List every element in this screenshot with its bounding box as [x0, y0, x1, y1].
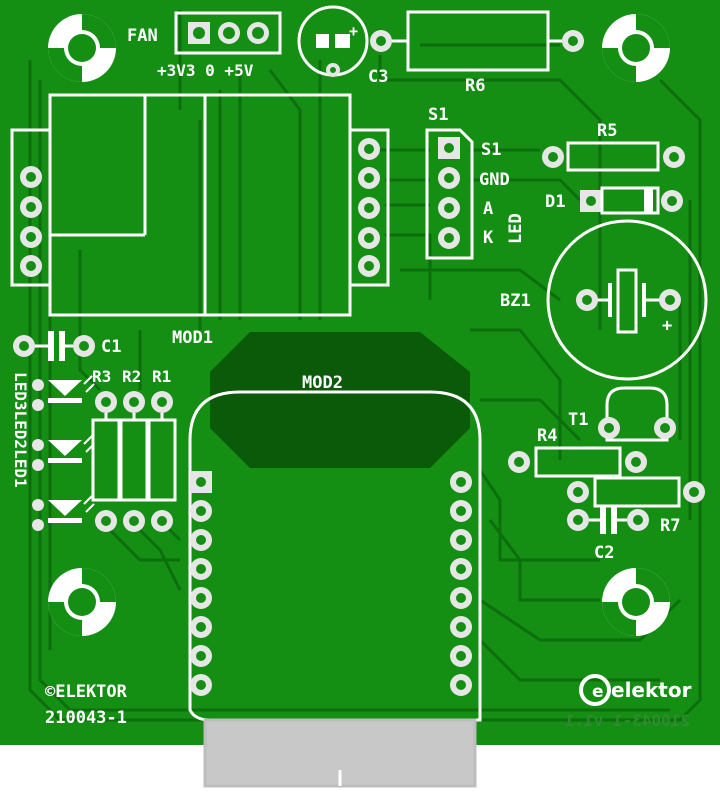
led-group-label: LED — [506, 213, 526, 244]
elektor-logo: e — [579, 674, 611, 706]
d1-label: D1 — [545, 192, 565, 212]
r7-label: R7 — [660, 516, 680, 536]
mod1-module — [10, 93, 390, 317]
mounting-hole-bottom-left — [48, 568, 116, 636]
bottom-side-board-id: 210043-1 v1.1 — [565, 711, 690, 730]
mounting-holes — [48, 14, 670, 636]
r3-label: R3 — [92, 367, 111, 386]
fan-voltage-labels: +3V3 0 +5V — [157, 61, 254, 80]
r5-label: R5 — [597, 121, 617, 141]
r2-label: R2 — [122, 367, 141, 386]
led-labels: LED3LED2LED1 — [11, 372, 30, 488]
mounting-hole-top-right — [602, 14, 670, 82]
c2-capacitor — [567, 506, 649, 534]
bz1-label: BZ1 — [500, 291, 531, 311]
fan-label: FAN — [127, 26, 158, 46]
r1-r2-r3-resistors — [91, 391, 177, 532]
c1-label: C1 — [101, 337, 121, 357]
mounting-hole-bottom-right — [602, 568, 670, 636]
c1-capacitor — [13, 331, 95, 361]
s1-ref-label: S1 — [428, 105, 448, 125]
mod1-label: MOD1 — [172, 328, 213, 348]
board-id-label: 210043-1 — [45, 708, 127, 728]
svg-text:e: e — [592, 682, 604, 702]
copper-pour — [210, 332, 470, 468]
c3-capacitor — [297, 5, 369, 77]
r6-resistor — [370, 10, 584, 72]
copyright-label: ©ELEKTOR — [45, 682, 128, 702]
fan-connector — [174, 11, 282, 55]
c2-label: C2 — [594, 543, 614, 563]
r6-label: R6 — [465, 76, 485, 96]
r4-resistor — [508, 446, 647, 478]
r5-resistor — [542, 141, 685, 172]
s1-header — [425, 128, 474, 260]
bz1-plus-mark: + — [662, 316, 672, 336]
d1-diode — [580, 186, 683, 215]
mod2-label: MOD2 — [302, 373, 343, 393]
s1-pin-label: S1 — [481, 140, 501, 160]
led-array — [32, 375, 95, 531]
elektor-logo-text: elektor — [611, 678, 692, 702]
r4-label: R4 — [537, 426, 557, 446]
bz1-buzzer — [546, 219, 708, 381]
r7-resistor — [567, 476, 705, 508]
a-pin-label: A — [483, 199, 493, 219]
mounting-hole-top-left — [48, 14, 116, 82]
k-pin-label: K — [483, 228, 494, 248]
c3-plus-mark: + — [349, 22, 358, 40]
r1-label: R1 — [152, 367, 171, 386]
mod2-module — [188, 390, 482, 788]
c3-label: C3 — [368, 67, 388, 87]
gnd-pin-label: GND — [479, 170, 510, 190]
t1-label: T1 — [568, 410, 588, 430]
t1-transistor — [598, 386, 676, 442]
